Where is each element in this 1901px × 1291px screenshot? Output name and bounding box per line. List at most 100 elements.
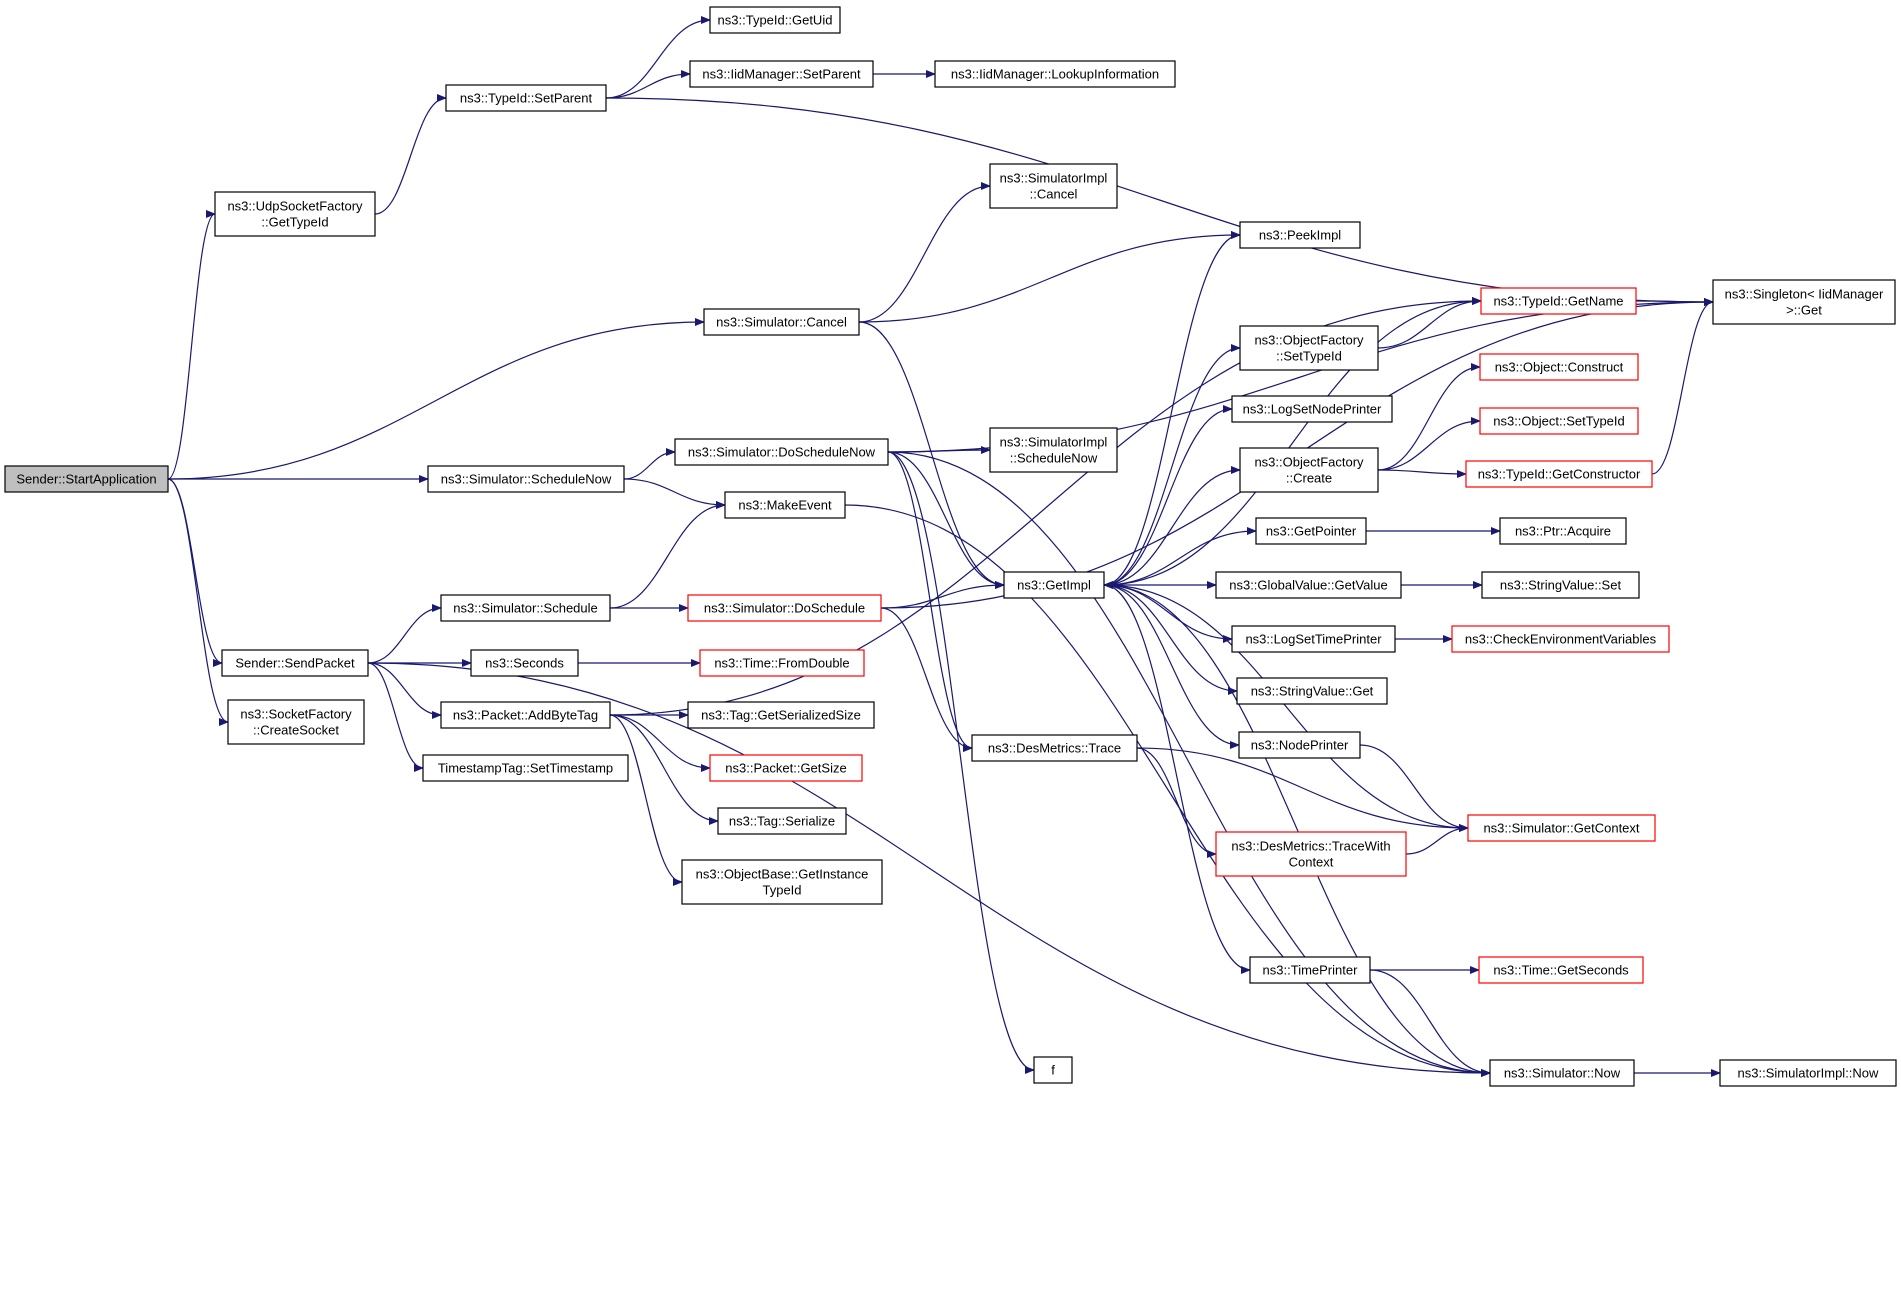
node-sim-cancel[interactable]: ns3::Simulator::Cancel xyxy=(703,308,860,336)
node-getpointer[interactable]: ns3::GetPointer xyxy=(1255,517,1367,545)
node-udp-gettypeid[interactable]: ns3::UdpSocketFactory::GetTypeId xyxy=(214,191,376,237)
node-tag-getserializedsize[interactable]: ns3::Tag::GetSerializedSize xyxy=(687,701,875,729)
node-objfactory-create[interactable]: ns3::ObjectFactory::Create xyxy=(1239,447,1379,493)
node-box xyxy=(709,754,863,782)
node-label: ::Create xyxy=(1286,471,1332,486)
node-label: ns3::Simulator::DoScheduleNow xyxy=(688,445,876,460)
node-label: ns3::ObjectBase::GetInstance xyxy=(696,867,869,882)
node-sim-doschedulenow[interactable]: ns3::Simulator::DoScheduleNow xyxy=(674,438,889,466)
edge-sendpacket-to-sim_schedule xyxy=(367,604,442,664)
node-peekimpl[interactable]: ns3::PeekImpl xyxy=(1239,221,1361,249)
node-label: ns3::ObjectFactory xyxy=(1254,333,1364,348)
node-box xyxy=(703,308,860,336)
node-typeid-getconstructor[interactable]: ns3::TypeId::GetConstructor xyxy=(1465,460,1653,488)
node-start[interactable]: Sender::StartApplication xyxy=(4,465,169,493)
edge-packet_addbytetag-to-packet_getsize xyxy=(609,714,711,772)
node-f[interactable]: f xyxy=(1033,1056,1073,1084)
node-typeid-getname[interactable]: ns3::TypeId::GetName xyxy=(1480,287,1637,315)
node-box xyxy=(1033,1056,1073,1084)
node-logsetnodeprinter[interactable]: ns3::LogSetNodePrinter xyxy=(1231,395,1393,423)
node-ptr-acquire[interactable]: ns3::Ptr::Acquire xyxy=(1499,517,1627,545)
edge-sim_getcontext-to-getimpl xyxy=(1103,581,1469,829)
edge-sim_doschedulenow-to-getimpl xyxy=(887,451,1005,589)
node-label: ::Cancel xyxy=(1030,187,1078,202)
node-label: ns3::LogSetNodePrinter xyxy=(1243,402,1382,417)
node-getimpl[interactable]: ns3::GetImpl xyxy=(1003,571,1105,599)
node-box xyxy=(221,649,369,677)
node-box xyxy=(709,6,841,34)
node-label: ns3::Time::GetSeconds xyxy=(1493,963,1629,978)
node-label: ns3::Singleton< IidManager xyxy=(1725,287,1884,302)
node-label: ns3::SimulatorImpl xyxy=(1000,171,1108,186)
node-time-fromdouble[interactable]: ns3::Time::FromDouble xyxy=(699,649,865,677)
node-socketfactory-createsocket[interactable]: ns3::SocketFactory::CreateSocket xyxy=(227,699,365,745)
node-seconds[interactable]: ns3::Seconds xyxy=(470,649,579,677)
node-sendpacket[interactable]: Sender::SendPacket xyxy=(221,649,369,677)
node-label: ns3::Packet::AddByteTag xyxy=(453,708,598,723)
node-typeid-getuid[interactable]: ns3::TypeId::GetUid xyxy=(709,6,841,34)
node-label: ns3::TypeId::GetUid xyxy=(718,13,833,28)
node-packet-addbytetag[interactable]: ns3::Packet::AddByteTag xyxy=(440,701,611,729)
node-label: ns3::GetImpl xyxy=(1017,578,1091,593)
node-checkenv[interactable]: ns3::CheckEnvironmentVariables xyxy=(1451,625,1670,653)
node-iid-lookup[interactable]: ns3::IidManager::LookupInformation xyxy=(934,60,1176,88)
node-object-construct[interactable]: ns3::Object::Construct xyxy=(1479,353,1639,381)
node-desmetrics-trace[interactable]: ns3::DesMetrics::Trace xyxy=(971,734,1138,762)
edge-getimpl-to-objfactory_create xyxy=(1103,466,1241,586)
node-typeid-setparent[interactable]: ns3::TypeId::SetParent xyxy=(445,84,607,112)
node-box xyxy=(1479,407,1639,435)
node-tag-serialize[interactable]: ns3::Tag::Serialize xyxy=(717,807,847,835)
node-label: ns3::ObjectFactory xyxy=(1254,455,1364,470)
node-simimpl-now[interactable]: ns3::SimulatorImpl::Now xyxy=(1719,1059,1897,1087)
node-packet-getsize[interactable]: ns3::Packet::GetSize xyxy=(709,754,863,782)
node-label: Context xyxy=(1289,855,1334,870)
node-sim-getcontext[interactable]: ns3::Simulator::GetContext xyxy=(1467,814,1656,842)
node-label: >::Get xyxy=(1786,303,1822,318)
node-box xyxy=(1215,831,1407,877)
node-logsettimeprinter[interactable]: ns3::LogSetTimePrinter xyxy=(1231,625,1396,653)
node-sim-doschedule[interactable]: ns3::Simulator::DoSchedule xyxy=(687,594,882,622)
node-timeprinter[interactable]: ns3::TimePrinter xyxy=(1249,956,1371,984)
node-box xyxy=(989,163,1118,209)
node-box xyxy=(687,701,875,729)
node-stringvalue-set[interactable]: ns3::StringValue::Set xyxy=(1481,571,1640,599)
node-label: ns3::Tag::Serialize xyxy=(729,814,835,829)
node-nodeprinter[interactable]: ns3::NodePrinter xyxy=(1238,731,1361,759)
node-stringvalue-get[interactable]: ns3::StringValue::Get xyxy=(1236,677,1388,705)
node-time-getseconds[interactable]: ns3::Time::GetSeconds xyxy=(1478,956,1644,984)
node-label: ns3::DesMetrics::TraceWith xyxy=(1231,839,1390,854)
node-box xyxy=(1489,1059,1635,1087)
node-makeevent[interactable]: ns3::MakeEvent xyxy=(724,491,846,519)
edge-typeid_getname-to-singleton_get xyxy=(1635,297,1714,306)
node-sim-schedulenow[interactable]: ns3::Simulator::ScheduleNow xyxy=(427,465,625,493)
node-sim-now[interactable]: ns3::Simulator::Now xyxy=(1489,1059,1635,1087)
node-box xyxy=(1239,221,1361,249)
node-globalvalue-getvalue[interactable]: ns3::GlobalValue::GetValue xyxy=(1215,571,1402,599)
node-label: ns3::IidManager::SetParent xyxy=(702,67,861,82)
edge-start-to-udp_gettypeid xyxy=(167,210,216,480)
node-simimpl-cancel[interactable]: ns3::SimulatorImpl::Cancel xyxy=(989,163,1118,209)
node-box xyxy=(1467,814,1656,842)
node-box xyxy=(724,491,846,519)
node-label: ns3::TypeId::SetParent xyxy=(460,91,593,106)
node-label: ns3::MakeEvent xyxy=(738,498,832,513)
edge-layer xyxy=(167,16,1721,1077)
edge-typeid_setparent-to-singleton_get xyxy=(605,97,1714,306)
node-label: ns3::Simulator::Cancel xyxy=(716,315,847,330)
node-iid-setparent[interactable]: ns3::IidManager::SetParent xyxy=(689,60,874,88)
node-label: ns3::LogSetTimePrinter xyxy=(1245,632,1382,647)
edge-packet_addbytetag-to-tag_serialize xyxy=(609,714,719,825)
node-timestamptag-settimestamp[interactable]: TimestampTag::SetTimestamp xyxy=(422,754,629,782)
node-label: ::ScheduleNow xyxy=(1010,451,1098,466)
edge-getimpl-to-peekimpl xyxy=(1103,231,1241,586)
edge-start-to-sendpacket xyxy=(167,478,223,667)
node-objfactory-settypeid[interactable]: ns3::ObjectFactory::SetTypeId xyxy=(1239,325,1379,371)
node-box xyxy=(1255,517,1367,545)
node-simimpl-schedulenow[interactable]: ns3::SimulatorImpl::ScheduleNow xyxy=(989,427,1118,473)
node-object-settypeid[interactable]: ns3::Object::SetTypeId xyxy=(1479,407,1639,435)
node-sim-schedule[interactable]: ns3::Simulator::Schedule xyxy=(440,594,611,622)
node-singleton-get[interactable]: ns3::Singleton< IidManager >::Get xyxy=(1712,279,1896,325)
